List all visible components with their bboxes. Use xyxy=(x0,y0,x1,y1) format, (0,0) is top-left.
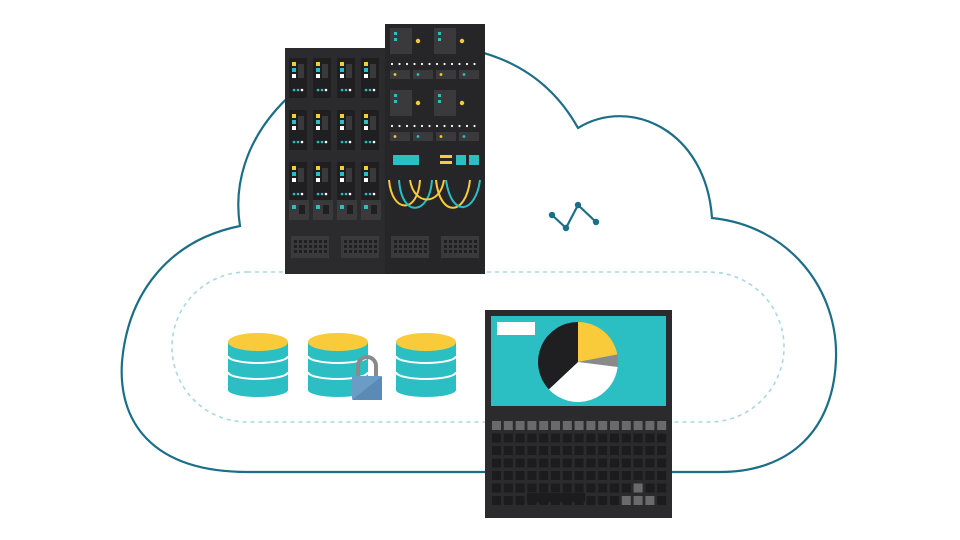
pie-slice xyxy=(538,322,578,390)
laptop-icon xyxy=(485,310,672,518)
pie-slice xyxy=(578,354,618,368)
database-icons xyxy=(227,333,457,397)
patch-cables xyxy=(388,179,481,209)
server-rack-icon xyxy=(285,24,485,274)
pie-slice xyxy=(578,322,618,362)
padlock-icon xyxy=(352,355,382,400)
line-graph-icon xyxy=(548,201,600,232)
pie-chart-icon xyxy=(538,322,618,403)
dashed-ring xyxy=(171,271,785,423)
pie-slice xyxy=(548,362,618,403)
